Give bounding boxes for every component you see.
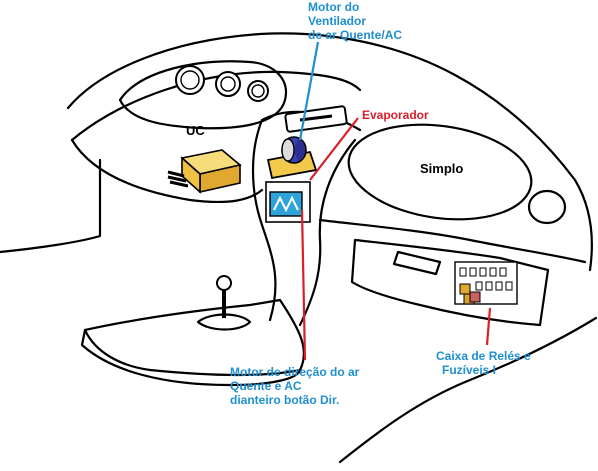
gauge-left-icon bbox=[175, 65, 205, 95]
label-caixa-reles: Caixa de Relés e Fuzíveis I bbox=[436, 349, 531, 377]
floor-line-left bbox=[0, 158, 102, 254]
gauge-center-icon bbox=[215, 71, 241, 97]
simplo-oval bbox=[347, 123, 533, 221]
control-unit-icon bbox=[167, 149, 242, 194]
leader-motor-ventilador bbox=[298, 41, 320, 141]
label-motor-ventilador: Motor do Ventilador de ar Quente/AC bbox=[308, 0, 402, 42]
label-caixa-reles-line1: Caixa de Relés e bbox=[436, 349, 531, 363]
center-stack-right bbox=[298, 138, 357, 327]
dashboard-top-outline bbox=[66, 32, 593, 272]
glovebox-vent bbox=[392, 250, 442, 276]
tunnel-outline bbox=[83, 298, 305, 377]
direction-motor-icon bbox=[265, 181, 311, 223]
label-caixa-reles-line2: Fuzíveis I bbox=[442, 363, 497, 377]
label-motor-direcao-line2: Quente e AC bbox=[230, 379, 302, 393]
label-motor-direcao-line1: Motor de direção do ar bbox=[230, 365, 360, 379]
gear-shifter-icon bbox=[216, 275, 232, 318]
label-motor-ventilador-line2: Ventilador bbox=[308, 14, 367, 28]
tunnel-lower bbox=[80, 328, 302, 387]
gauge-right-icon bbox=[247, 80, 269, 102]
dashboard-right-lower bbox=[318, 218, 587, 264]
dashboard-lower-edge-left bbox=[70, 138, 264, 204]
label-motor-ventilador-line1: Motor do bbox=[308, 0, 360, 14]
blower-motor-icon bbox=[281, 136, 307, 164]
floor-line-right bbox=[338, 316, 598, 464]
dashboard-inner-ridge bbox=[70, 70, 362, 142]
speaker-grille bbox=[527, 189, 567, 225]
relay-fuse-box-icon bbox=[454, 261, 518, 305]
label-evaporador: Evaporador bbox=[362, 108, 429, 122]
label-uc: UC bbox=[186, 123, 205, 138]
label-motor-ventilador-line3: de ar Quente/AC bbox=[308, 28, 403, 42]
label-motor-direcao: Motor de direção do ar Quente e AC diant… bbox=[230, 365, 359, 407]
leader-motor-direcao bbox=[300, 209, 307, 361]
leader-evaporador bbox=[309, 117, 359, 181]
label-simplo: Simplo bbox=[420, 161, 464, 176]
shifter-base bbox=[196, 313, 252, 331]
leader-caixa-reles bbox=[485, 307, 492, 346]
glovebox-outline bbox=[350, 238, 550, 327]
label-motor-direcao-line3: dianteiro botão Dir. bbox=[230, 393, 340, 407]
cluster-hood bbox=[118, 60, 288, 130]
center-stack-left bbox=[251, 118, 277, 322]
